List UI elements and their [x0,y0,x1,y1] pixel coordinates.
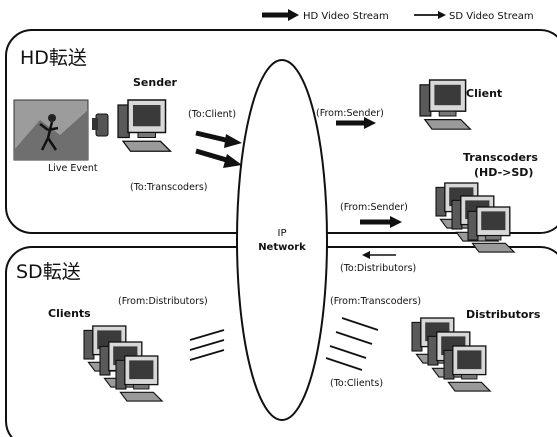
sd-legend-label: SD Video Stream [449,11,534,22]
sd-arrows-to-distributors-clients [325,317,379,371]
transcoders-computers-icon [435,182,515,253]
distributors-label: Distributors [466,308,541,321]
from-sender-top-label: (From:Sender) [316,108,384,119]
transcoders-label: Transcoders [463,151,538,164]
network-label-line2: Network [258,242,306,253]
sd-arrows-to-clients [189,329,225,361]
client-label: Client [466,87,502,100]
hd-arrows-sender [195,130,242,168]
sender-computer-icon [117,99,172,152]
client-computer-icon [419,79,472,130]
distributors-computers-icon [411,317,491,392]
legend: HD Video Stream SD Video Stream [262,9,534,22]
network-label-line1: IP [278,228,287,239]
hd-arrow-to-transcoders [360,216,402,228]
live-event-label: Live Event [48,163,98,174]
clients-computers-icon [83,325,163,402]
sd-arrow-to-distributors [362,251,396,259]
sender-label: Sender [133,76,178,89]
to-distributors-label: (To:Distributors) [340,263,416,274]
clients-label: Clients [48,307,91,320]
live-event-photo [13,99,89,161]
hd-legend-label: HD Video Stream [303,11,389,22]
to-clients-label: (To:Clients) [330,378,383,389]
to-client-label: (To:Client) [188,109,236,120]
sd-section-title: SD転送 [16,261,81,283]
hd-arrow-to-client [336,117,376,129]
from-distributors-label: (From:Distributors) [118,296,208,307]
transcoders-sub-label: (HD->SD) [474,166,533,179]
to-transcoders-label: (To:Transcoders) [130,182,207,193]
ip-network-ellipse [236,59,328,421]
hd-section-title: HD転送 [20,47,87,69]
from-sender-bottom-label: (From:Sender) [340,202,408,213]
camera-icon [92,113,109,137]
from-transcoders-label: (From:Transcoders) [330,296,421,307]
